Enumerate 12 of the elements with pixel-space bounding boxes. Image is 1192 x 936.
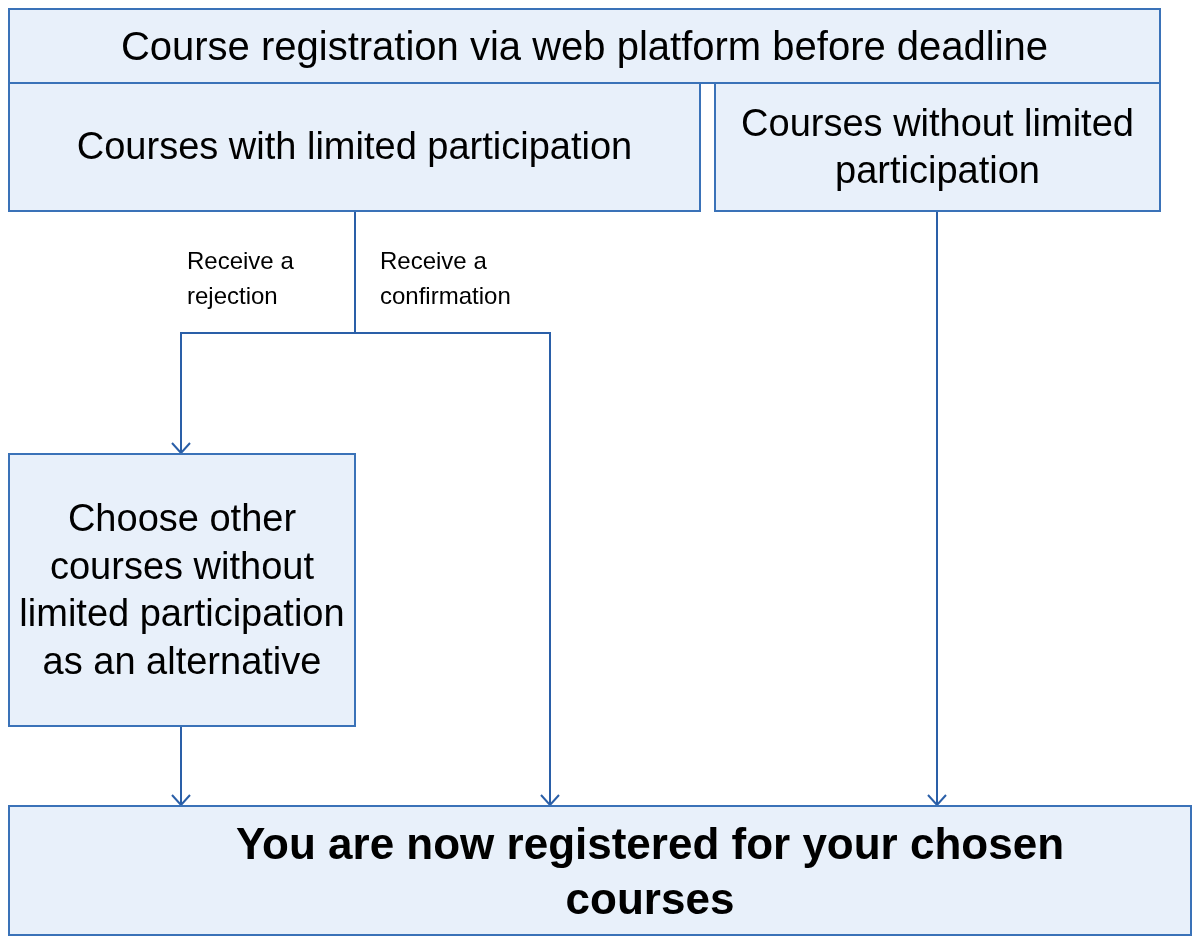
result-text: You are now registered for your chosen courses — [235, 817, 1065, 925]
node-text: Courses without limited participation — [740, 100, 1135, 193]
result-box — [8, 805, 1192, 936]
node-text: Course registration via web platform before deadline — [120, 23, 1049, 70]
process-box — [8, 453, 356, 727]
arrow — [927, 211, 947, 806]
process-box — [8, 82, 701, 212]
node-text: Choose other courses without limited participation as an alternative — [18, 496, 346, 684]
arrow — [171, 726, 191, 806]
node-text: Courses with limited participation — [76, 124, 633, 170]
process-box — [8, 8, 1161, 84]
process-box — [714, 82, 1161, 212]
